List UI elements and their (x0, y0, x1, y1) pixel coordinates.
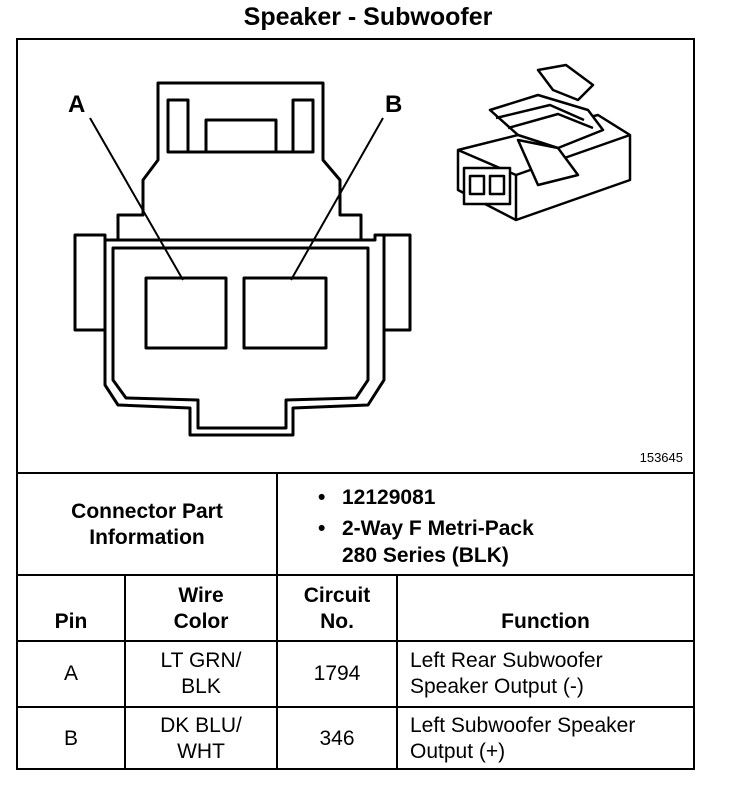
column-divider (276, 576, 278, 770)
column-divider (124, 576, 126, 770)
divider-row (18, 706, 693, 708)
connector-info-item: • 2-Way F Metri-Pack (318, 515, 534, 542)
header-wire-color-1: Wire (178, 584, 224, 607)
row-a-wire-1: LT GRN/ (160, 649, 242, 672)
divider-row (18, 640, 693, 642)
row-a-pin: A (63, 662, 78, 685)
bullet-icon: • (318, 517, 326, 540)
row-b-wire-2: WHT (177, 740, 225, 763)
diagram-area: A B 153645 (18, 40, 693, 474)
header-circuit-2: No. (320, 610, 354, 633)
figure-number: 153645 (639, 450, 683, 465)
leader-line-b (290, 117, 384, 281)
row-b-wire-1: DK BLU/ (160, 714, 242, 737)
pin-label-b: B (385, 91, 402, 118)
row-b-pin: B (63, 727, 78, 750)
divider-diagram (18, 472, 693, 474)
header-function: Function (501, 610, 590, 633)
connector-latch-outline (116, 81, 363, 242)
right-side-tab (382, 233, 412, 332)
column-divider (396, 576, 398, 770)
connector-type-line2: 280 Series (BLK) (342, 544, 509, 567)
connector-info-list: • 12129081 • 2-Way F Metri-Pack 280 Seri… (318, 484, 534, 569)
connector-part-number: 12129081 (342, 486, 436, 509)
cavity-b (242, 276, 328, 350)
connector-face-drawing: A B (68, 63, 632, 437)
divider-info (276, 474, 278, 574)
row-b-circuit: 346 (319, 727, 355, 750)
connector-body-outline (103, 233, 386, 437)
header-circuit-1: Circuit (303, 584, 371, 607)
left-side-tab (73, 233, 107, 332)
pin-label-a: A (68, 91, 85, 118)
cavity-a (144, 276, 228, 350)
connector-type-line1: 2-Way F Metri-Pack (342, 517, 534, 540)
row-b-function-2: Output (+) (410, 740, 506, 763)
header-wire-color-2: Color (173, 610, 229, 633)
connector-info-label-2: Information (89, 526, 205, 549)
page-title: Speaker - Subwoofer (243, 3, 493, 31)
connector-diagram-frame: A B 153645 Connector Part Information (16, 38, 695, 770)
divider-header (18, 574, 693, 576)
row-a-circuit: 1794 (313, 662, 361, 685)
row-a-wire-2: BLK (181, 675, 221, 698)
connector-info-item: • 12129081 (318, 484, 534, 511)
bullet-icon: • (318, 486, 326, 509)
row-b-function-1: Left Subwoofer Speaker (410, 714, 636, 737)
header-pin: Pin (54, 610, 88, 633)
leader-line-a (89, 117, 184, 281)
connector-info-label-1: Connector Part (71, 500, 223, 523)
row-a-function-1: Left Rear Subwoofer (410, 649, 603, 672)
row-a-function-2: Speaker Output (-) (410, 675, 584, 698)
connector-info-item-continuation: 280 Series (BLK) (318, 542, 534, 569)
connector-isometric-view (456, 63, 632, 222)
